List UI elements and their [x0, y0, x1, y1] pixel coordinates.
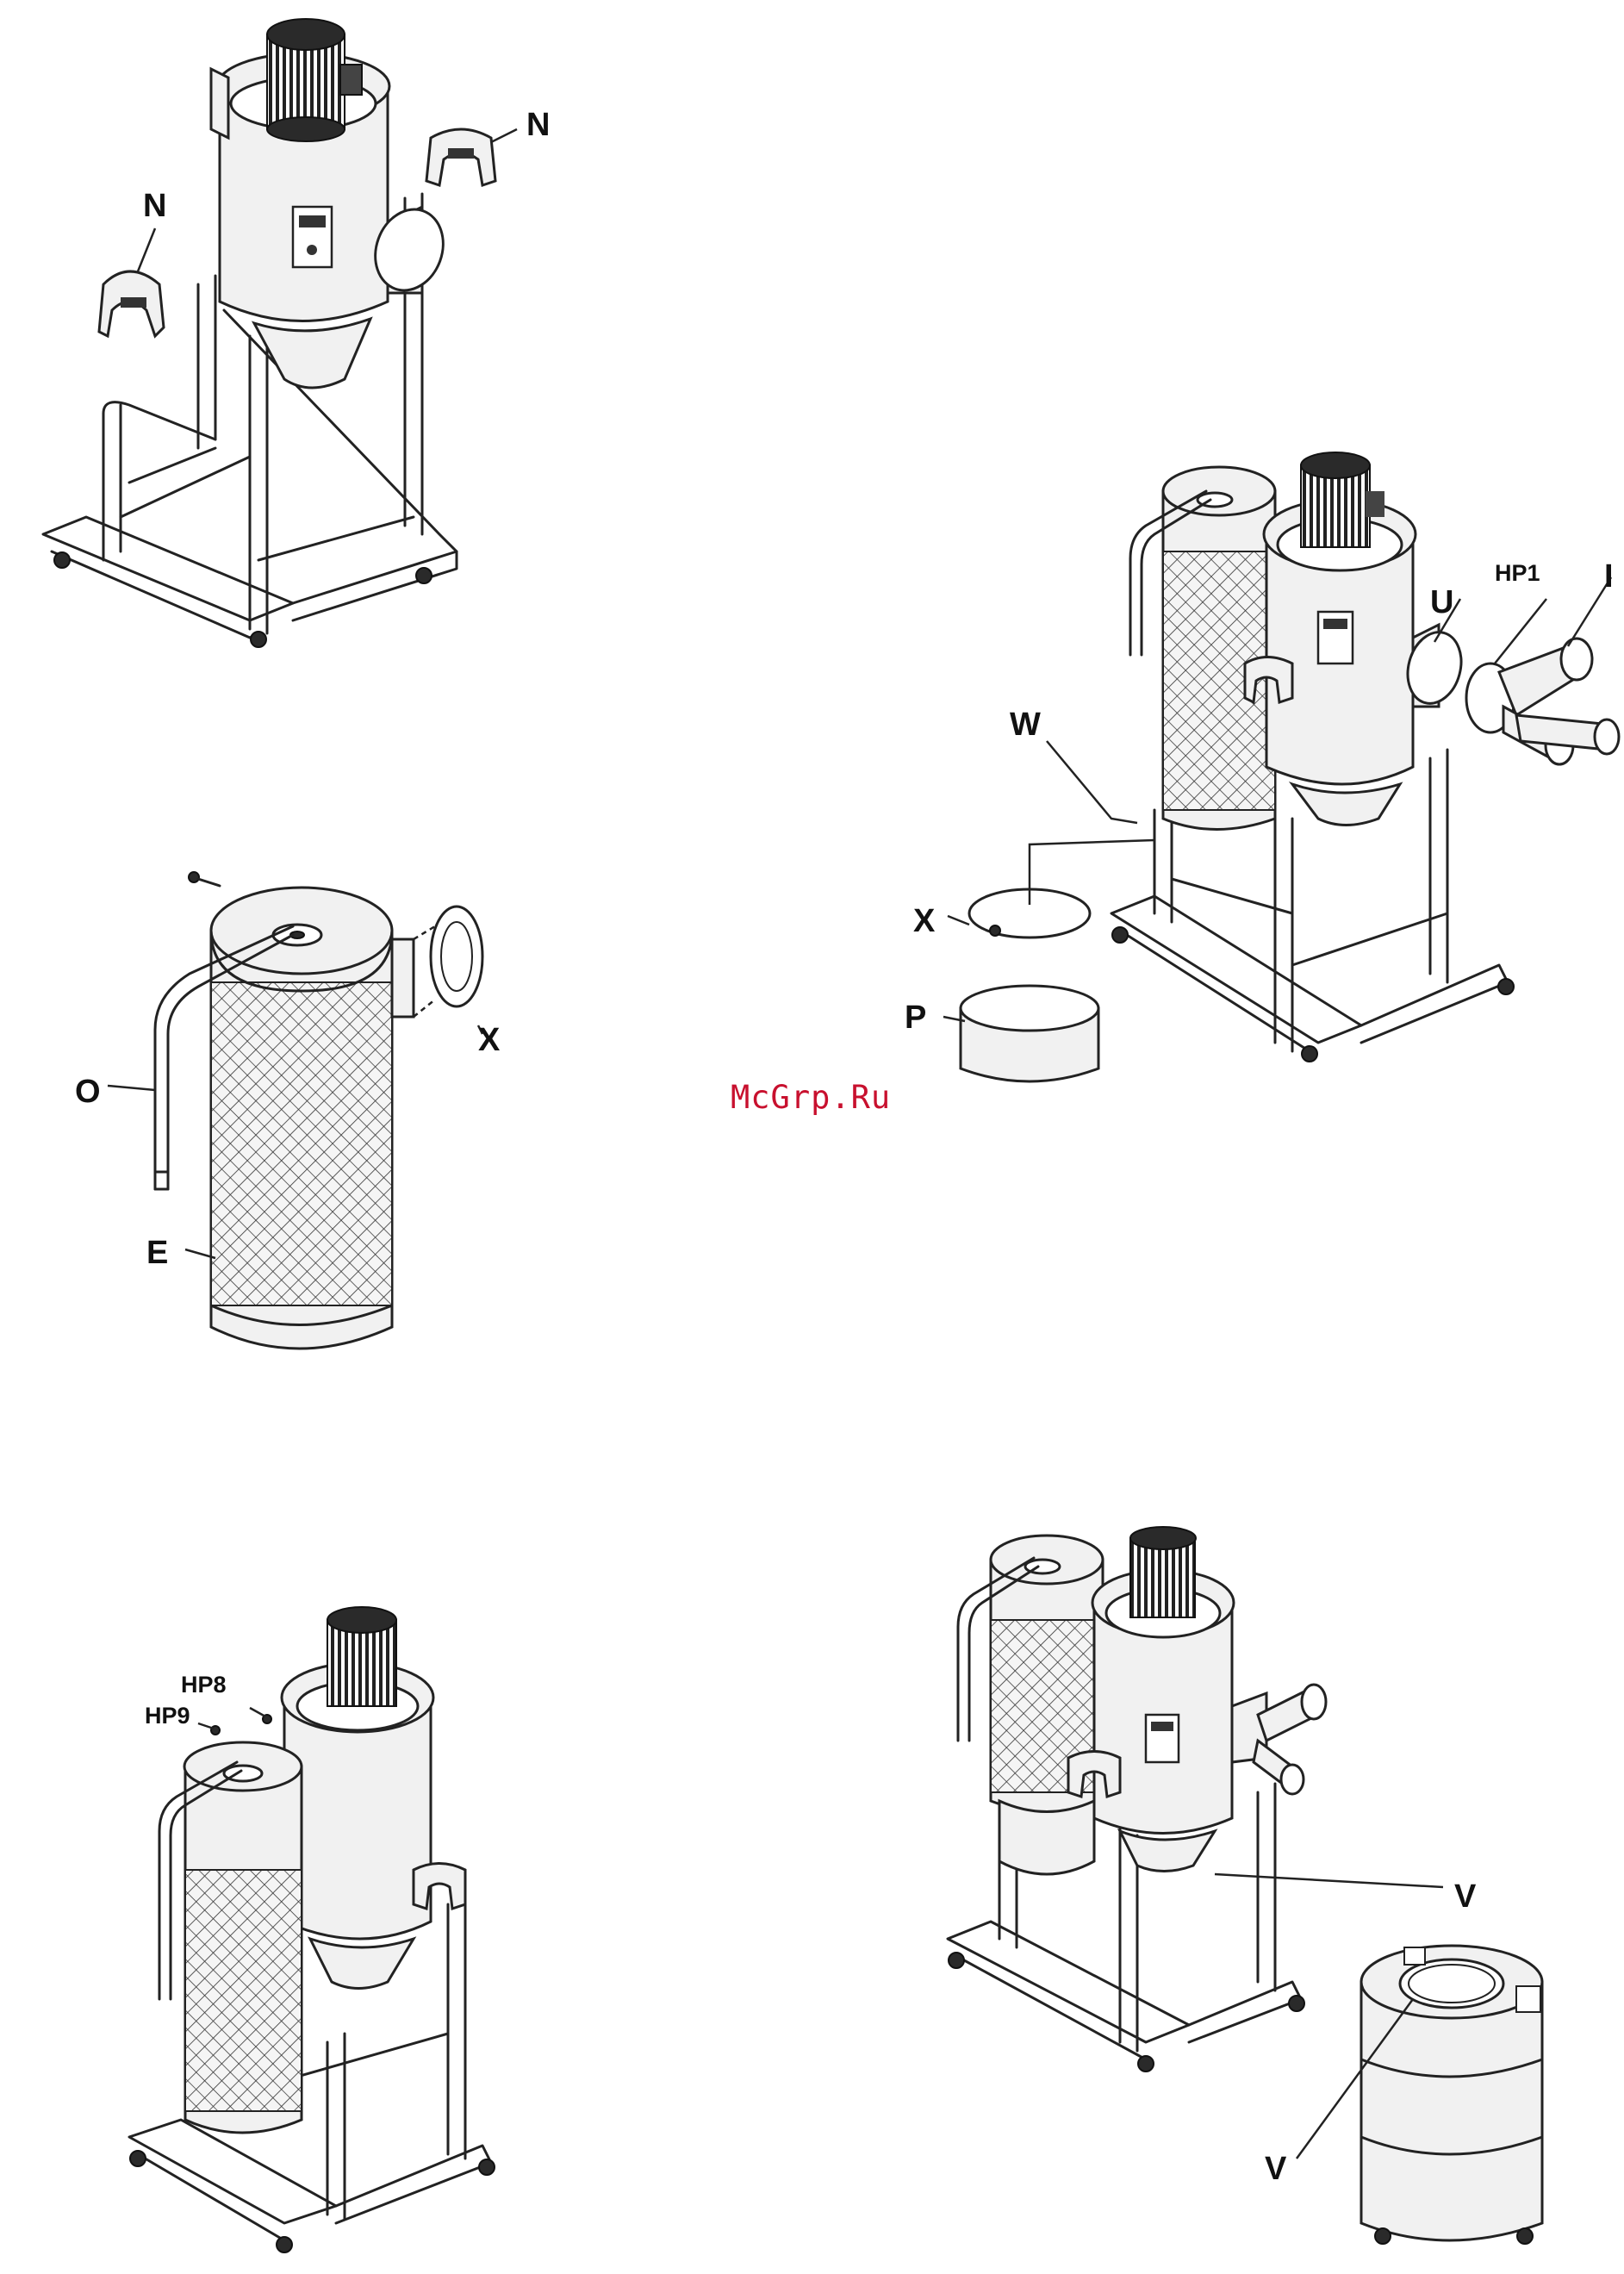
label-w: W	[1010, 708, 1041, 741]
screw	[189, 872, 220, 886]
stand-frame	[129, 1896, 491, 2240]
cyclone-body	[282, 1607, 433, 1989]
figure-drum-assembly	[862, 1534, 1624, 2274]
filter-cartridge	[211, 888, 392, 1349]
label-u: U	[1430, 586, 1453, 619]
figure-filter-assembly	[0, 844, 603, 1379]
leader-hp1	[1495, 599, 1546, 664]
label-n-left: N	[143, 190, 166, 222]
cyclone-body	[1092, 1527, 1234, 1872]
figure-collector-stand	[0, 0, 603, 655]
caster-wheels	[949, 1953, 1304, 2072]
leader-hp9	[198, 1723, 214, 1729]
label-e: E	[146, 1237, 168, 1269]
label-p: P	[905, 1001, 926, 1034]
label-i: I	[1604, 560, 1614, 593]
label-v-top: V	[1454, 1880, 1476, 1913]
cyclone-body	[1264, 452, 1416, 825]
control-panel	[293, 207, 332, 267]
handle	[414, 1864, 465, 1910]
filter-cartridge	[958, 1536, 1103, 1874]
handle-left	[99, 271, 164, 336]
y-inlet-adapter	[1466, 639, 1619, 764]
leader-x	[948, 916, 969, 925]
collection-bag	[961, 986, 1098, 1081]
figure-filter-mounting	[0, 1586, 603, 2266]
filter-cartridge	[1130, 467, 1275, 830]
watermark-text: McGrp.Ru	[731, 1079, 891, 1116]
label-hp1: HP1	[1495, 562, 1540, 585]
label-o: O	[75, 1075, 101, 1108]
inlet-flange	[392, 906, 482, 1017]
figure-full-assembly	[862, 448, 1624, 1103]
caster-wheels	[54, 552, 432, 647]
label-hp8: HP8	[181, 1673, 227, 1697]
y-inlet-adapter	[1232, 1685, 1326, 1794]
handle-right	[426, 129, 495, 185]
label-n-right: N	[526, 109, 550, 141]
leader-n-left	[138, 228, 155, 271]
label-v-bottom: V	[1265, 2153, 1286, 2185]
leader-o	[108, 1086, 155, 1090]
caster-wheels	[130, 2151, 495, 2252]
leader-w	[1047, 741, 1137, 823]
label-hp9: HP9	[145, 1704, 190, 1728]
label-x2: X	[913, 905, 935, 938]
leader-n-right	[491, 129, 517, 142]
collection-drum	[1361, 1946, 1542, 2244]
label-x: X	[478, 1024, 500, 1056]
leader-hp8	[250, 1708, 265, 1716]
screws-hp8-hp9	[211, 1715, 271, 1735]
leader-v-top	[1215, 1874, 1443, 1887]
filter-cartridge	[159, 1742, 302, 2133]
